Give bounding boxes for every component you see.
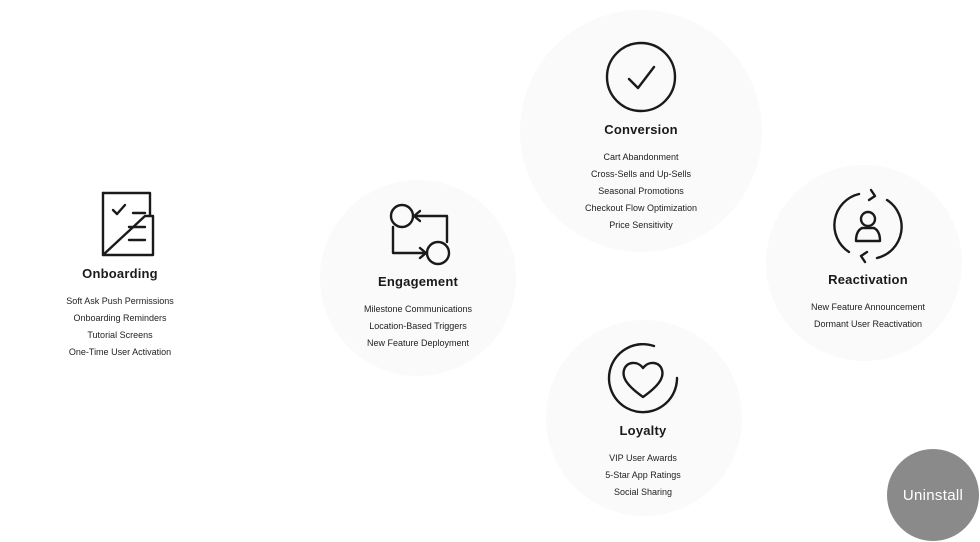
stage-items: New Feature Announcement Dormant User Re… <box>788 299 948 333</box>
list-item: 5-Star App Ratings <box>605 470 681 480</box>
list-item: Soft Ask Push Permissions <box>66 296 174 306</box>
list-item: Seasonal Promotions <box>598 186 684 196</box>
list-item: Onboarding Reminders <box>73 313 167 323</box>
stage-conversion: Conversion Cart Abandonment Cross-Sells … <box>561 40 721 234</box>
list-item: Checkout Flow Optimization <box>584 203 698 213</box>
uninstall-circle: Uninstall <box>887 449 979 541</box>
stage-items: VIP User Awards 5-Star App Ratings Socia… <box>563 450 723 501</box>
stage-reactivation: Reactivation New Feature Announcement Do… <box>788 188 948 333</box>
checkmark-circle-icon <box>561 40 721 114</box>
list-item: Tutorial Screens <box>87 330 153 340</box>
list-item: VIP User Awards <box>609 453 677 463</box>
stage-title: Engagement <box>377 274 458 289</box>
stage-engagement: Engagement Milestone Communications Loca… <box>338 202 498 352</box>
stage-items: Soft Ask Push Permissions Onboarding Rem… <box>40 293 200 361</box>
reactivation-bg-circle <box>766 165 962 361</box>
stage-items: Milestone Communications Location-Based … <box>338 301 498 352</box>
loyalty-bg-circle <box>546 320 742 516</box>
cycle-flow-icon <box>338 202 498 266</box>
stage-title: Reactivation <box>828 272 908 287</box>
list-item: Social Sharing <box>613 487 673 497</box>
uninstall-label: Uninstall <box>902 486 964 504</box>
stage-title: Onboarding <box>82 266 158 281</box>
conversion-bg-circle <box>520 10 762 252</box>
stage-title: Loyalty <box>619 423 667 438</box>
stage-loyalty: Loyalty VIP User Awards 5-Star App Ratin… <box>563 341 723 501</box>
stage-title: Conversion <box>604 122 678 137</box>
stage-items: Cart Abandonment Cross-Sells and Up-Sell… <box>561 149 721 234</box>
list-item: New Feature Deployment <box>366 338 470 348</box>
list-item: One-Time User Activation <box>68 347 172 357</box>
list-item: Location-Based Triggers <box>369 321 467 331</box>
list-item: New Feature Announcement <box>810 302 926 312</box>
heart-circle-icon <box>563 341 723 415</box>
stage-onboarding: Onboarding Soft Ask Push Permissions Onb… <box>40 190 200 361</box>
list-item: Dormant User Reactivation <box>813 319 923 329</box>
list-item: Milestone Communications <box>363 304 473 314</box>
checklist-icon <box>40 190 200 258</box>
list-item: Cart Abandonment <box>603 152 679 162</box>
list-item: Cross-Sells and Up-Sells <box>590 169 692 179</box>
list-item: Price Sensitivity <box>609 220 673 230</box>
user-refresh-icon <box>788 188 948 264</box>
